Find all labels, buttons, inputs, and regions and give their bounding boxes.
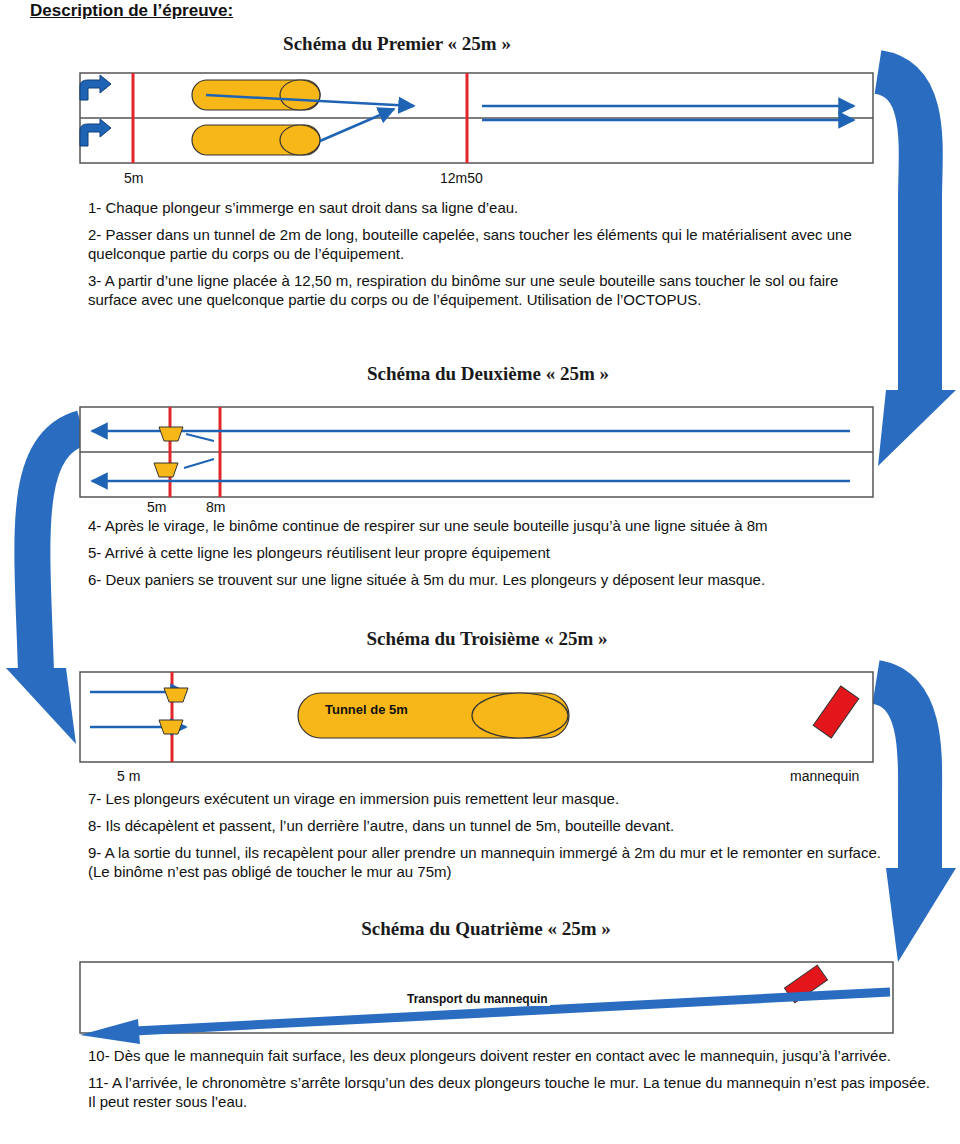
lane-three: [80, 672, 873, 762]
arrow-label: Transport du mannequin: [405, 992, 550, 1006]
basket: [159, 720, 183, 734]
tunnel-end: [280, 80, 320, 110]
red-line: [132, 73, 135, 163]
distance-label: 8m: [205, 499, 226, 515]
transport-arrow-body: [135, 992, 890, 1031]
instruction: 11- A l’arrivée, le chronomètre s’arrête…: [88, 1073, 933, 1111]
section-heading: Schéma du Troisième « 25m »: [237, 628, 737, 650]
lane-two: [80, 407, 873, 497]
tunnel-label: Tunnel de 5m: [325, 702, 408, 717]
distance-label: 12m50: [439, 170, 484, 186]
lane-line: [80, 451, 873, 453]
swim-arrow: [482, 119, 854, 122]
basket: [159, 427, 183, 441]
section-heading: Schéma du Deuxième « 25m »: [238, 363, 738, 385]
lane-outline: [80, 73, 873, 163]
instruction: 7- Les plongeurs exécutent un virage en …: [88, 789, 883, 808]
swim-arrow: [92, 480, 850, 483]
swim-arrow: [320, 109, 394, 141]
instruction: 6- Deux paniers se trouvent sur une lign…: [88, 570, 933, 589]
lane-outline: [80, 407, 873, 497]
turn-arrow-body: [878, 72, 921, 392]
jump-arrow: [80, 75, 111, 100]
instruction: 1- Chaque plongeur s’immerge en saut dro…: [88, 198, 883, 217]
red-line: [219, 407, 222, 497]
instruction: 4- Après le virage, le binôme continue d…: [88, 516, 933, 535]
mannequin: [813, 686, 859, 738]
instruction: 9- A la sortie du tunnel, ils recapèlent…: [88, 843, 883, 881]
jump-arrow: [80, 119, 111, 146]
turn-arrows: [6, 72, 956, 962]
turn-arrow-head: [6, 668, 76, 744]
swim-arrow: [482, 105, 854, 108]
turn-arrow-body: [876, 682, 920, 870]
distance-label: 5 m: [116, 768, 141, 784]
instruction: 5- Arrivé à cette ligne les plongeurs ré…: [88, 543, 933, 562]
instruction: 3- A partir d’une ligne placée à 12,50 m…: [88, 271, 883, 309]
section-heading: Schéma du Quatrième « 25m »: [236, 918, 736, 940]
tunnel-end: [472, 693, 568, 738]
tunnel-box: Tunnel de 5m: [297, 692, 570, 739]
transport-arrow-head: [80, 1019, 140, 1044]
red-line: [171, 672, 174, 762]
basket: [154, 463, 178, 477]
distance-label: 5m: [123, 170, 144, 186]
swim-arrow: [206, 95, 414, 106]
turn-arrow-head: [878, 390, 956, 466]
instruction: 2- Passer dans un tunnel de 2m de long, …: [88, 225, 883, 263]
lane-one: [80, 73, 873, 163]
mannequin-label: mannequin: [789, 768, 860, 784]
swim-arrow: [184, 459, 214, 468]
distance-label: 5m: [146, 499, 167, 515]
swim-arrow: [92, 430, 850, 433]
swim-arrow: [186, 434, 214, 441]
lane-outline: [80, 962, 893, 1033]
lane-outline: [80, 672, 873, 762]
red-line: [169, 407, 172, 497]
turn-arrow-head: [886, 868, 956, 962]
turn-arrow-body: [32, 428, 82, 672]
tunnel-end: [280, 125, 320, 155]
lane-four: [80, 962, 893, 1044]
instruction: 10- Dès que le mannequin fait surface, l…: [88, 1046, 933, 1065]
section-heading: Schéma du Premier « 25m »: [147, 33, 647, 55]
red-line: [466, 73, 469, 163]
tunnel: [192, 125, 320, 155]
basket: [164, 688, 188, 702]
instruction: 8- Ils décapèlent et passent, l’un derri…: [88, 816, 883, 835]
page-title: Description de l’épreuve:: [30, 1, 233, 21]
tunnel-outline: [298, 693, 569, 738]
lane-line: [80, 117, 873, 119]
